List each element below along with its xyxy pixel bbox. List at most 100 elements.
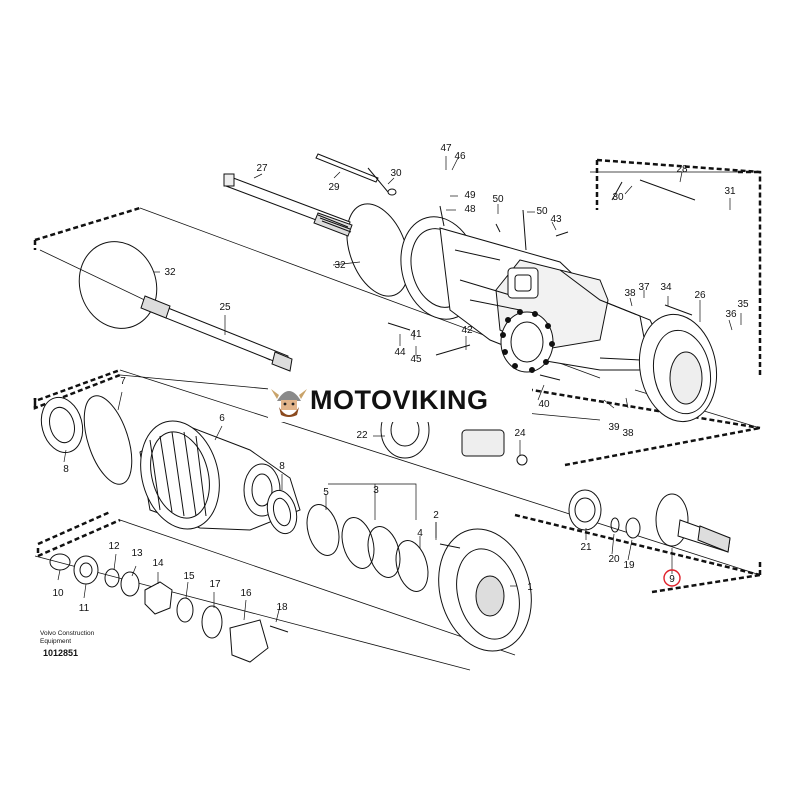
label-35: 36 — [725, 309, 737, 320]
label-2: 2 — [433, 510, 439, 521]
pin-29 — [315, 153, 379, 183]
label-10: 10 — [52, 588, 64, 599]
label-21: 21 — [580, 542, 592, 553]
drive-shaft-26 — [223, 173, 353, 237]
hub-flange-27 — [638, 313, 718, 423]
label-31: 31 — [724, 186, 736, 197]
seal-8-left — [40, 396, 84, 454]
label-19: 19 — [623, 560, 635, 571]
label-17: 17 — [209, 579, 221, 590]
label-40: 41 — [410, 329, 422, 340]
brand-label: Volvo Construction Equipment — [40, 630, 110, 646]
label-33: 34 — [660, 282, 672, 293]
wheel-hub-1 — [438, 528, 532, 652]
label-36: 39 — [608, 422, 620, 433]
label-42: 43 — [550, 214, 562, 225]
label-13: 13 — [131, 548, 143, 559]
part-number-labels: 27 29 30 32 32 25 47 46 49 48 50 50 43 3… — [52, 143, 749, 614]
leader-lines — [57, 156, 742, 623]
nut-30-top — [387, 188, 397, 196]
label-24: 24 — [514, 428, 526, 439]
ring-13 — [120, 571, 140, 597]
washer-20 — [610, 517, 620, 533]
drive-shaft-25 — [140, 295, 293, 372]
viking-logo-icon — [268, 379, 310, 421]
label-5: 5 — [323, 487, 329, 498]
label-6: 6 — [219, 413, 225, 424]
shaft-24 — [461, 429, 505, 457]
snap-ring-7 — [83, 395, 133, 485]
planet-carrier-6 — [139, 420, 301, 531]
label-9: 9 — [669, 574, 675, 585]
bolt-43 — [387, 322, 411, 331]
ring-15 — [176, 597, 194, 623]
label-25: 25 — [219, 302, 231, 313]
label-12: 12 — [108, 541, 120, 552]
gear-21 — [568, 489, 602, 531]
bolt-41 — [435, 344, 471, 356]
label-38-bottom: 38 — [622, 428, 634, 439]
label-44: 45 — [410, 354, 422, 365]
watermark-text: MOTOVIKING — [310, 384, 489, 415]
label-4: 4 — [417, 528, 423, 539]
brand-line-2: Equipment — [40, 638, 72, 645]
label-11: 11 — [79, 603, 90, 614]
bolt-18 — [269, 625, 289, 633]
label-26: 27 — [256, 163, 268, 174]
breather-50 — [522, 209, 527, 251]
label-43: 44 — [394, 347, 406, 358]
label-50: 50 — [536, 206, 548, 217]
label-15: 15 — [183, 571, 195, 582]
label-41: 42 — [461, 325, 473, 336]
label-18: 18 — [276, 602, 288, 613]
group-frame-lines — [33, 158, 762, 594]
label-14: 14 — [152, 558, 164, 569]
o-ring-32-left — [78, 241, 158, 329]
drawing-number: 1012851 — [43, 648, 79, 658]
label-30-right: 30 — [612, 192, 624, 203]
ring-12 — [104, 568, 120, 588]
label-1: 1 — [527, 582, 533, 593]
label-29: 29 — [328, 182, 340, 193]
label-8-center: 8 — [279, 461, 285, 472]
washer-10 — [49, 553, 71, 571]
label-30-top: 30 — [390, 168, 402, 179]
label-32-right: 32 — [334, 260, 346, 271]
label-38-top: 38 — [624, 288, 636, 299]
watermark-banner: MOTOVIKING — [268, 378, 532, 422]
bearing-19 — [625, 517, 641, 539]
label-20: 20 — [608, 554, 620, 565]
ring-17 — [201, 605, 223, 639]
label-28: 28 — [676, 164, 688, 175]
label-45: 46 — [454, 151, 466, 162]
screw-42 — [555, 231, 569, 237]
label-48: 49 — [464, 190, 476, 201]
label-27: 26 — [694, 290, 706, 301]
label-37: 37 — [638, 282, 650, 293]
brand-line-1: Volvo Construction — [40, 630, 95, 637]
nut-30-right — [611, 181, 623, 201]
label-8-left: 8 — [63, 464, 69, 475]
washer — [516, 454, 528, 466]
ring-3a — [341, 517, 375, 569]
plug-49 — [495, 223, 501, 233]
label-39: 40 — [538, 399, 550, 410]
label-34: 35 — [737, 299, 749, 310]
label-46: 47 — [440, 143, 452, 154]
label-47: 48 — [464, 204, 476, 215]
cap-16 — [229, 619, 269, 663]
ring-4 — [395, 540, 429, 592]
highlight-part-9: 9 — [663, 569, 681, 587]
axle-housing — [400, 216, 661, 373]
label-7: 7 — [120, 376, 126, 387]
label-3: 3 — [373, 485, 379, 496]
label-49: 50 — [492, 194, 504, 205]
label-16: 16 — [240, 588, 252, 599]
bolt-33 — [664, 304, 693, 316]
bolt-2 — [439, 543, 461, 549]
pin-28 — [639, 179, 696, 201]
nut-11 — [73, 555, 99, 585]
ring-3b — [367, 526, 401, 578]
pinion-shaft-9 — [655, 493, 731, 553]
